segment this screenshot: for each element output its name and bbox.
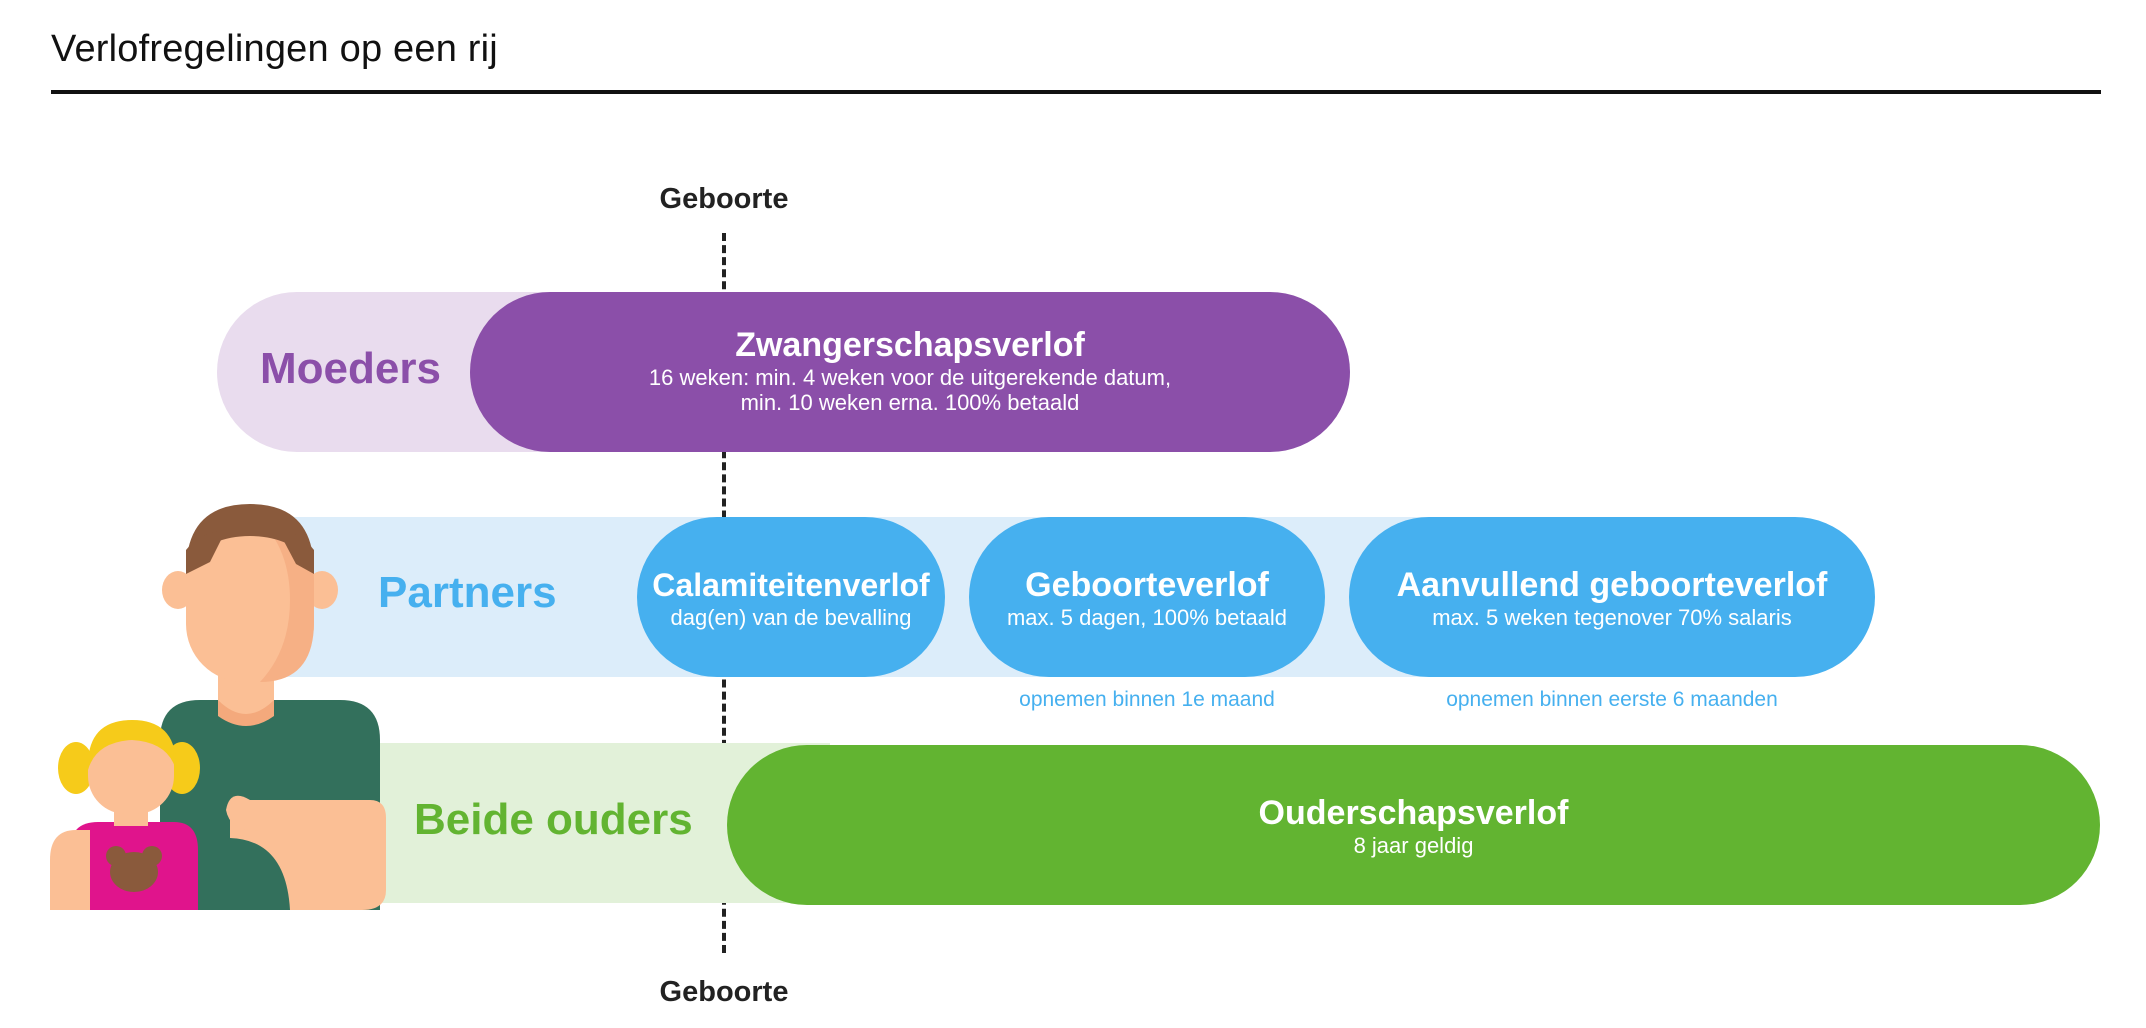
- page-title: Verlofregelingen op een rij: [51, 28, 498, 70]
- birth-label-bottom: Geboorte: [659, 976, 789, 1008]
- child-figure: [50, 720, 200, 910]
- mothers-label: Moeders: [260, 344, 441, 393]
- zwangerschapsverlof-line2: min. 10 weken erna. 100% betaald: [740, 390, 1080, 415]
- calamiteitenverlof-title: Calamiteitenverlof: [652, 566, 930, 603]
- aanvullend-geboorteverlof-title: Aanvullend geboorteverlof: [1396, 565, 1828, 604]
- partners-label: Partners: [378, 568, 557, 617]
- ouderschapsverlof-title: Ouderschapsverlof: [1258, 793, 1569, 832]
- zwangerschapsverlof-line1: 16 weken: min. 4 weken voor de uitgereke…: [648, 365, 1172, 390]
- ouderschapsverlof-content: Ouderschapsverlof 8 jaar geldig: [727, 745, 2100, 905]
- zwangerschapsverlof-title: Zwangerschapsverlof: [735, 326, 1085, 364]
- geboorteverlof-content: Geboorteverlof max. 5 dagen, 100% betaal…: [969, 517, 1325, 677]
- aanvullend-geboorteverlof-pill: [1349, 517, 1875, 677]
- zwangerschapsverlof-pill: [470, 292, 1350, 452]
- geboorteverlof-title: Geboorteverlof: [1025, 565, 1269, 604]
- calamiteitenverlof-content: Calamiteitenverlof dag(en) van de bevall…: [637, 517, 945, 677]
- ouderschapsverlof-pill: [727, 745, 2100, 905]
- geboorteverlof-sub: max. 5 dagen, 100% betaald: [1006, 604, 1288, 630]
- title-divider: [51, 90, 2101, 94]
- calamiteitenverlof-pill: [637, 517, 945, 677]
- ouderschapsverlof-sub: 8 jaar geldig: [1353, 832, 1474, 858]
- birth-label-top: Geboorte: [659, 183, 789, 215]
- father-figure: [160, 504, 386, 910]
- parent-with-child-illustration: [50, 504, 386, 910]
- aanvullend-geboorteverlof-sub: max. 5 weken tegenover 70% salaris: [1432, 604, 1792, 630]
- zwangerschapsverlof-content: Zwangerschapsverlof 16 weken: min. 4 wek…: [470, 292, 1350, 452]
- geboorteverlof-pill: [969, 517, 1325, 677]
- aanvullend-geboorteverlof-content: Aanvullend geboorteverlof max. 5 weken t…: [1349, 517, 1875, 677]
- geboorteverlof-note: opnemen binnen 1e maand: [1019, 688, 1275, 711]
- both-parents-label: Beide ouders: [414, 795, 693, 844]
- aanvullend-geboorteverlof-note: opnemen binnen eerste 6 maanden: [1446, 688, 1778, 711]
- calamiteitenverlof-sub: dag(en) van de bevalling: [670, 604, 912, 630]
